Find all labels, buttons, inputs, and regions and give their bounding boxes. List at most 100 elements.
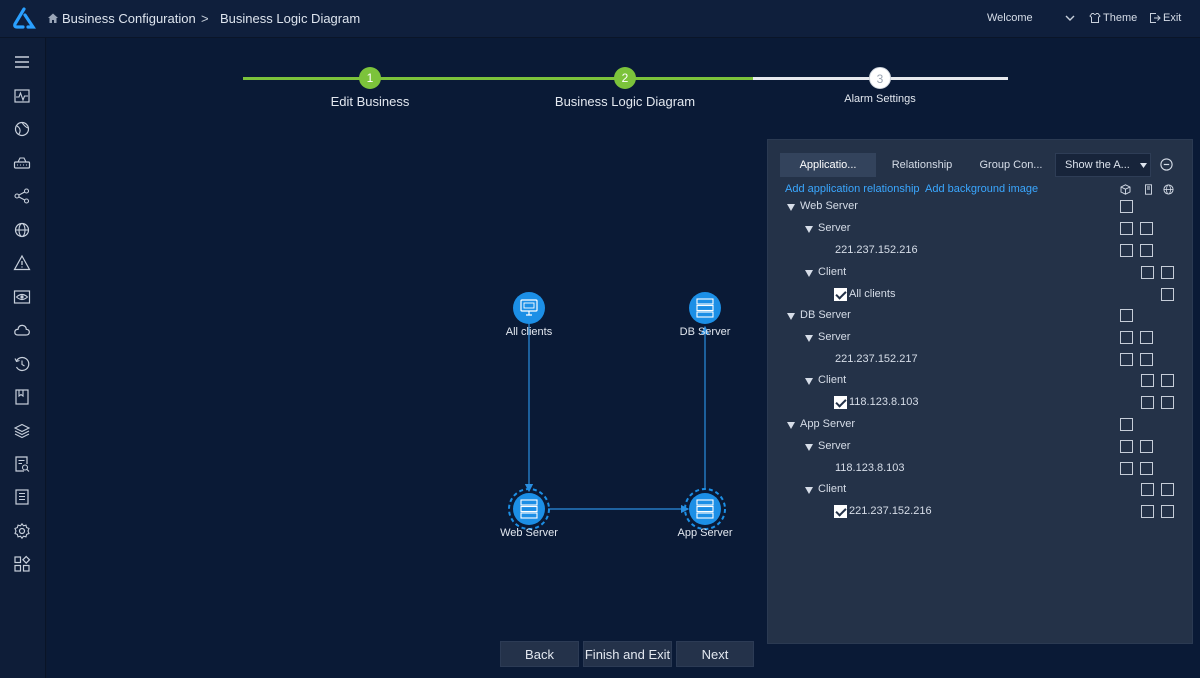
cloud-icon[interactable]	[13, 321, 31, 339]
checkbox[interactable]	[1141, 396, 1154, 409]
tree-group-db-server[interactable]: DB Server	[768, 307, 1194, 327]
theme-icon[interactable]	[1089, 12, 1101, 24]
tree-group-app-server[interactable]: App Server	[768, 416, 1194, 436]
expand-triangle-icon[interactable]	[787, 422, 795, 429]
checkbox[interactable]	[1141, 374, 1154, 387]
step-2-label: Business Logic Diagram	[554, 94, 696, 109]
alert-icon[interactable]	[13, 254, 31, 272]
checkbox[interactable]	[1120, 440, 1133, 453]
step-2-circle[interactable]: 2	[614, 67, 636, 89]
layers-icon[interactable]	[13, 422, 31, 440]
history-icon[interactable]	[13, 355, 31, 373]
checkbox-checked[interactable]	[834, 505, 847, 518]
tree-client-row[interactable]: Client	[768, 264, 1194, 284]
cube-icon[interactable]	[1120, 184, 1131, 195]
step-3-circle[interactable]: 3	[869, 67, 891, 89]
checkbox[interactable]	[1120, 462, 1133, 475]
expand-triangle-icon[interactable]	[805, 335, 813, 342]
checkbox[interactable]	[1140, 440, 1153, 453]
tab-applications[interactable]: Applicatio...	[780, 153, 876, 177]
tree-client-value-row[interactable]: 118.123.8.103	[768, 394, 1194, 414]
globe-small-icon[interactable]	[1163, 184, 1174, 195]
server-small-icon[interactable]	[1143, 184, 1154, 195]
checkbox[interactable]	[1140, 331, 1153, 344]
app-logo-icon[interactable]	[11, 7, 37, 31]
tree-client-row[interactable]: Client	[768, 372, 1194, 392]
checkbox[interactable]	[1161, 396, 1174, 409]
tab-relationship[interactable]: Relationship	[891, 159, 953, 171]
eye-icon[interactable]	[13, 288, 31, 306]
back-button[interactable]: Back	[500, 641, 579, 667]
checkbox[interactable]	[1161, 288, 1174, 301]
report-icon[interactable]	[13, 455, 31, 473]
checkbox[interactable]	[1141, 483, 1154, 496]
checkbox[interactable]	[1161, 266, 1174, 279]
tree-server-row[interactable]: Server	[768, 438, 1194, 458]
home-icon[interactable]	[47, 12, 59, 24]
next-button[interactable]: Next	[676, 641, 754, 667]
tree-client-value-row[interactable]: 221.237.152.216	[768, 503, 1194, 523]
chevron-down-icon[interactable]	[1065, 14, 1075, 22]
expand-triangle-icon[interactable]	[805, 487, 813, 494]
checkbox[interactable]	[1120, 200, 1133, 213]
breadcrumb-business-configuration[interactable]: Business Configuration	[62, 11, 196, 26]
checkbox[interactable]	[1140, 462, 1153, 475]
expand-triangle-icon[interactable]	[805, 378, 813, 385]
finish-and-exit-button[interactable]: Finish and Exit	[583, 641, 672, 667]
list-icon[interactable]	[13, 488, 31, 506]
breadcrumb-business-logic-diagram: Business Logic Diagram	[220, 11, 361, 26]
checkbox[interactable]	[1140, 244, 1153, 257]
settings-icon[interactable]	[13, 522, 31, 540]
expand-triangle-icon[interactable]	[805, 270, 813, 277]
tab-group-config[interactable]: Group Con...	[979, 159, 1043, 171]
book-icon[interactable]	[13, 388, 31, 406]
checkbox[interactable]	[1120, 331, 1133, 344]
web-icon[interactable]	[13, 221, 31, 239]
checkbox[interactable]	[1140, 353, 1153, 366]
step-1-label: Edit Business	[330, 94, 410, 109]
checkbox[interactable]	[1140, 222, 1153, 235]
client-label: Client	[818, 374, 847, 386]
checkbox[interactable]	[1161, 374, 1174, 387]
add-application-relationship-link[interactable]: Add application relationship	[785, 183, 920, 195]
tree-server-row[interactable]: Server	[768, 329, 1194, 349]
router-icon[interactable]	[13, 154, 31, 172]
checkbox[interactable]	[1120, 244, 1133, 257]
globe-icon[interactable]	[13, 120, 31, 138]
tree-client-value-row[interactable]: All clients	[768, 286, 1194, 306]
breadcrumb-separator: >	[201, 11, 209, 26]
checkbox[interactable]	[1141, 505, 1154, 518]
topology-icon[interactable]	[13, 187, 31, 205]
tree-server-ip-row[interactable]: 221.237.152.216	[768, 242, 1194, 262]
theme-button[interactable]: Theme	[1103, 12, 1138, 24]
apps-icon[interactable]	[13, 555, 31, 573]
show-select-value: Show the A...	[1065, 159, 1130, 171]
step-1-circle[interactable]: 1	[359, 67, 381, 89]
add-background-image-link[interactable]: Add background image	[925, 183, 1039, 195]
checkbox-checked[interactable]	[834, 396, 847, 409]
tree-server-ip-row[interactable]: 118.123.8.103	[768, 460, 1194, 480]
tree-client-row[interactable]: Client	[768, 481, 1194, 501]
checkbox[interactable]	[1120, 309, 1133, 322]
menu-icon[interactable]	[13, 53, 31, 71]
checkbox[interactable]	[1161, 483, 1174, 496]
expand-triangle-icon[interactable]	[787, 204, 795, 211]
checkbox[interactable]	[1161, 505, 1174, 518]
exit-icon[interactable]	[1149, 12, 1161, 24]
collapse-icon[interactable]	[1160, 158, 1173, 171]
exit-button[interactable]: Exit	[1163, 12, 1182, 24]
checkbox-checked[interactable]	[834, 288, 847, 301]
expand-triangle-icon[interactable]	[805, 444, 813, 451]
expand-triangle-icon[interactable]	[787, 313, 795, 320]
tree-group-web-server[interactable]: Web Server	[768, 198, 1194, 218]
tree-server-row[interactable]: Server	[768, 220, 1194, 240]
expand-triangle-icon[interactable]	[805, 226, 813, 233]
monitor-icon[interactable]	[13, 87, 31, 105]
tree-server-ip-row[interactable]: 221.237.152.217	[768, 351, 1194, 371]
checkbox[interactable]	[1120, 418, 1133, 431]
checkbox[interactable]	[1120, 353, 1133, 366]
show-select[interactable]: Show the A...	[1055, 153, 1151, 177]
group-name: Web Server	[800, 200, 858, 212]
checkbox[interactable]	[1141, 266, 1154, 279]
checkbox[interactable]	[1120, 222, 1133, 235]
